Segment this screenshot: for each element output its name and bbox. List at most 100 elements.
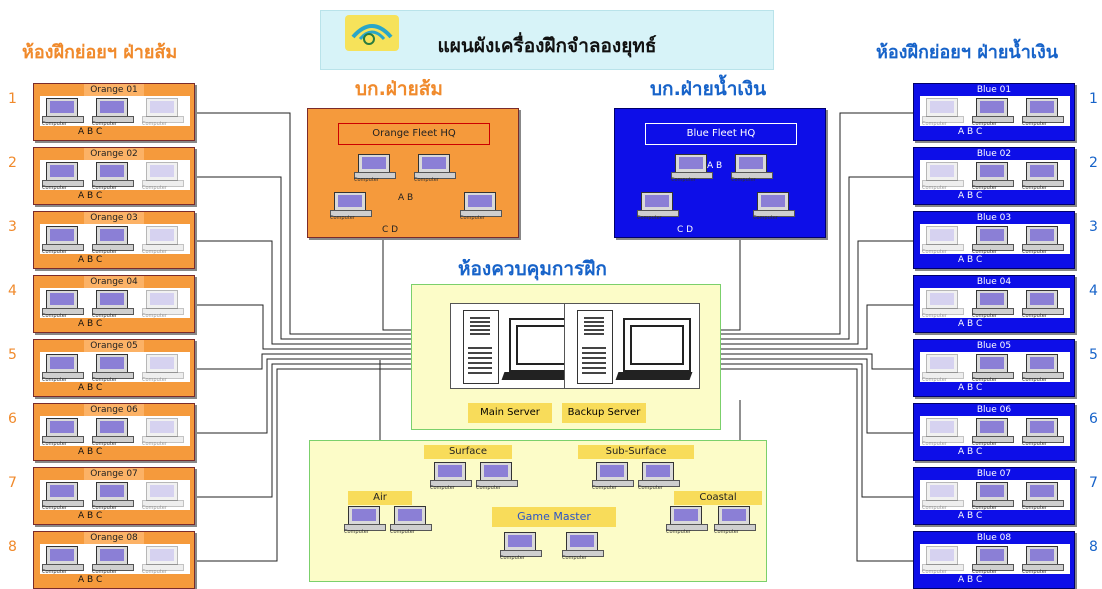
computer-icon: Computer bbox=[1022, 289, 1068, 319]
orange-hq-panel: Orange Fleet HQ Computer Computer Comput… bbox=[307, 108, 519, 238]
orange-hq-seats-cd: C D bbox=[382, 225, 399, 235]
room-name: Orange 01 bbox=[84, 84, 144, 96]
room-number: 7 bbox=[8, 475, 17, 491]
room-name: Blue 02 bbox=[964, 148, 1024, 160]
computer-icon: Computer bbox=[972, 481, 1018, 511]
computer-icon: Computer bbox=[922, 417, 968, 447]
room-number: 2 bbox=[1089, 155, 1098, 171]
network-cable bbox=[690, 358, 913, 434]
room-number: 3 bbox=[1089, 219, 1098, 235]
computer-icon: Computer bbox=[1022, 161, 1068, 191]
computer-icon: Computer bbox=[92, 161, 138, 191]
computer-icon: Computer bbox=[92, 225, 138, 255]
room-number: 2 bbox=[8, 155, 17, 171]
room-seats: A B C bbox=[958, 575, 983, 585]
computer-icon: Computer bbox=[500, 531, 546, 561]
computer-icon: Computer bbox=[714, 505, 760, 535]
room-seats: A B C bbox=[958, 127, 983, 137]
room-number: 8 bbox=[1089, 539, 1098, 555]
computer-icon: Computer bbox=[1022, 481, 1068, 511]
main-server-icon bbox=[450, 303, 586, 389]
room-seats: A B C bbox=[78, 575, 103, 585]
computer-icon: Computer bbox=[42, 353, 88, 383]
network-cable bbox=[193, 304, 450, 350]
room-seats: A B C bbox=[78, 319, 103, 329]
title-banner: แผนผังเครื่องฝึกจำลองยุทธ์ bbox=[320, 10, 774, 70]
computer-icon: Computer bbox=[92, 353, 138, 383]
page-title: แผนผังเครื่องฝึกจำลองยุทธ์ bbox=[437, 35, 657, 57]
computer-icon: Computer bbox=[638, 461, 684, 491]
computer-icon: Computer bbox=[92, 97, 138, 127]
computer-icon: Computer bbox=[42, 225, 88, 255]
computer-icon: Computer bbox=[1022, 417, 1068, 447]
room-number: 3 bbox=[8, 219, 17, 235]
room-name: Orange 06 bbox=[84, 404, 144, 416]
main-server-label: Main Server bbox=[468, 403, 552, 423]
room-number: 1 bbox=[1089, 91, 1098, 107]
network-cable bbox=[690, 112, 913, 335]
computer-icon: Computer bbox=[92, 481, 138, 511]
room-name: Blue 08 bbox=[964, 532, 1024, 544]
room-number: 7 bbox=[1089, 475, 1098, 491]
computer-icon: Computer bbox=[42, 417, 88, 447]
network-cable bbox=[193, 363, 450, 498]
computer-icon: Computer bbox=[972, 225, 1018, 255]
room-name: Blue 07 bbox=[964, 468, 1024, 480]
computer-icon: Computer bbox=[344, 505, 390, 535]
computer-icon: Computer bbox=[972, 545, 1018, 575]
network-cable bbox=[193, 368, 450, 562]
computer-icon: Computer bbox=[142, 97, 188, 127]
orange-hq-heading: บก.ฝ่ายส้ม bbox=[355, 78, 443, 100]
computer-icon: Computer bbox=[142, 225, 188, 255]
room-name: Blue 04 bbox=[964, 276, 1024, 288]
backup-server-icon bbox=[564, 303, 700, 389]
computer-icon: Computer bbox=[142, 417, 188, 447]
computer-icon: Computer bbox=[430, 461, 476, 491]
blue-rooms-heading: ห้องฝึกย่อยฯ ฝ่ายน้ำเงิน bbox=[876, 42, 1059, 63]
room-number: 5 bbox=[8, 347, 17, 363]
computer-icon: Computer bbox=[972, 161, 1018, 191]
network-cable bbox=[193, 353, 450, 370]
room-name: Orange 08 bbox=[84, 532, 144, 544]
orange-hq-seats-ab: A B bbox=[398, 193, 414, 203]
backup-server-label: Backup Server bbox=[562, 403, 646, 423]
computer-icon: Computer bbox=[922, 545, 968, 575]
computer-icon: Computer bbox=[972, 97, 1018, 127]
room-seats: A B C bbox=[958, 191, 983, 201]
computer-icon: Computer bbox=[972, 353, 1018, 383]
sub-surface-label: Sub-Surface bbox=[578, 445, 694, 459]
room-number: 4 bbox=[8, 283, 17, 299]
computer-icon: Computer bbox=[92, 545, 138, 575]
computer-icon: Computer bbox=[42, 481, 88, 511]
computer-icon: Computer bbox=[42, 97, 88, 127]
network-cable bbox=[193, 112, 450, 335]
blue-hq-panel: Blue Fleet HQ Computer Computer Computer… bbox=[614, 108, 826, 238]
computer-icon: Computer bbox=[671, 153, 719, 183]
blue-hq-heading: บก.ฝ่ายน้ำเงิน bbox=[650, 78, 767, 100]
network-cable bbox=[193, 240, 450, 345]
computer-icon: Computer bbox=[922, 289, 968, 319]
room-seats: A B C bbox=[958, 383, 983, 393]
computer-icon: Computer bbox=[460, 191, 508, 221]
logo-icon bbox=[345, 15, 399, 51]
computer-icon: Computer bbox=[972, 289, 1018, 319]
